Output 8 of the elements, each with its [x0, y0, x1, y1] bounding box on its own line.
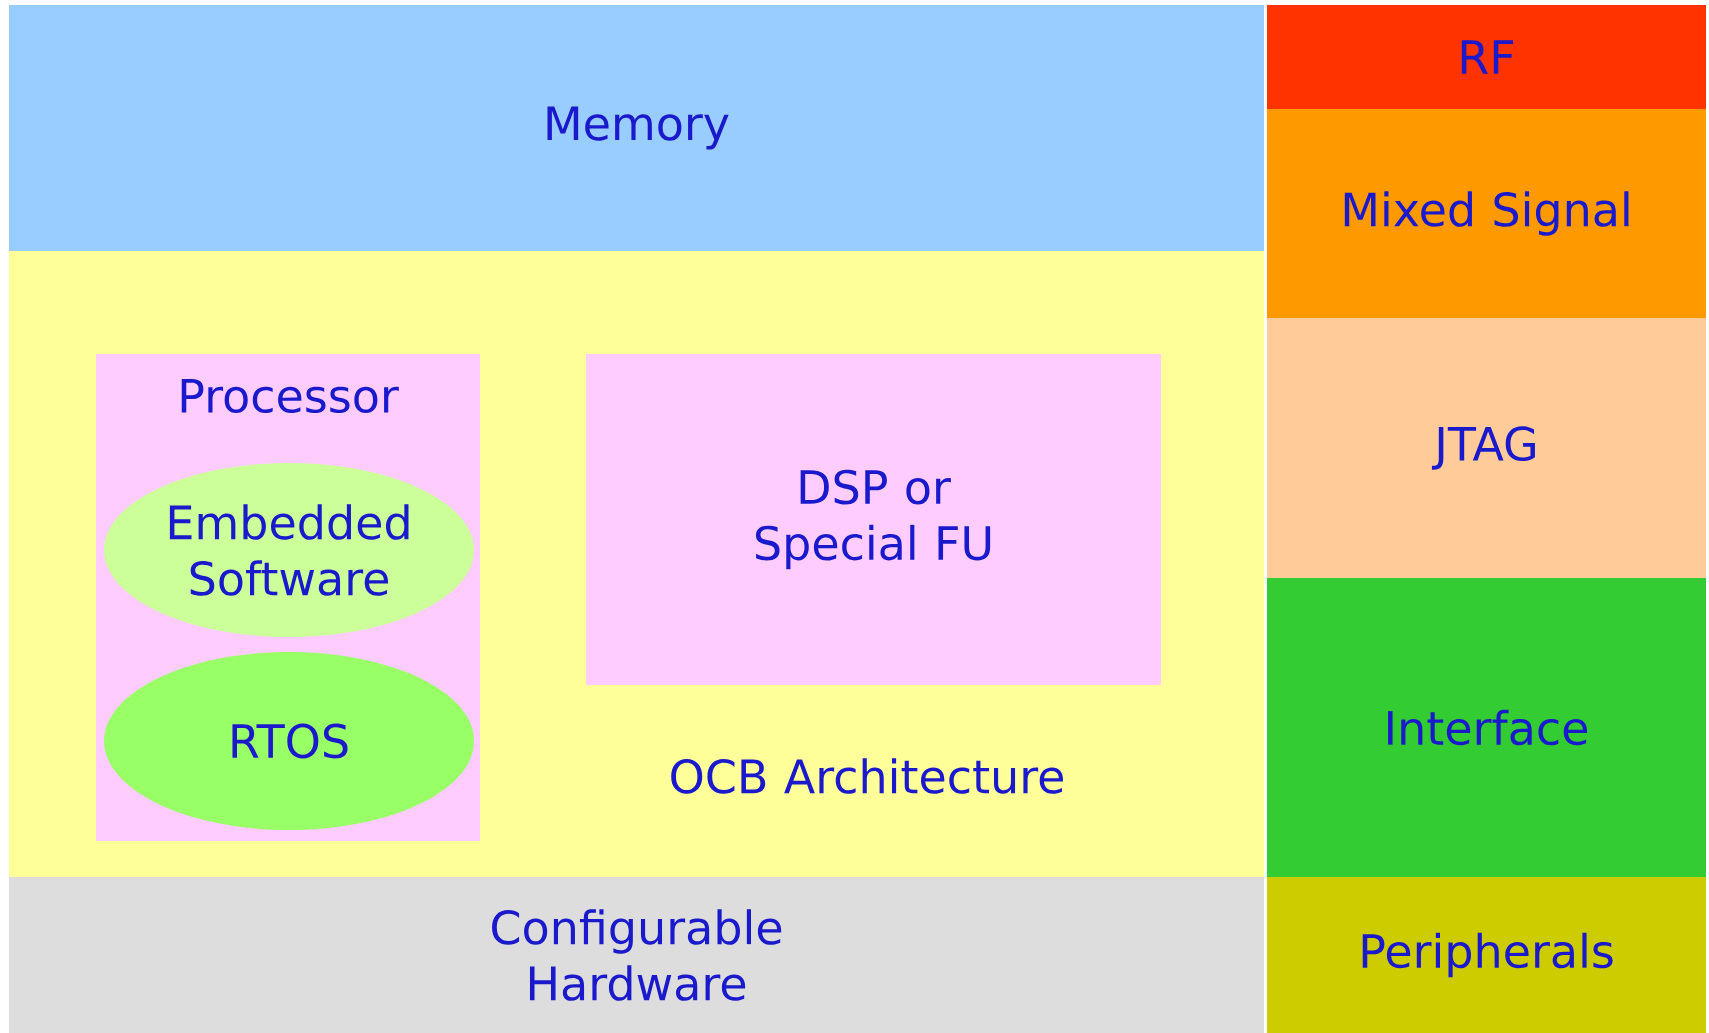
rf-block: RF — [1267, 5, 1706, 109]
dsp-box: DSP or Special FU — [586, 354, 1161, 685]
mixed-signal-block: Mixed Signal — [1267, 109, 1706, 318]
peripherals-block: Peripherals — [1267, 877, 1706, 1033]
jtag-block: JTAG — [1267, 318, 1706, 578]
memory-band: Memory — [9, 5, 1264, 251]
hardware-band: Configurable Hardware — [9, 877, 1264, 1033]
interface-block: Interface — [1267, 578, 1706, 877]
